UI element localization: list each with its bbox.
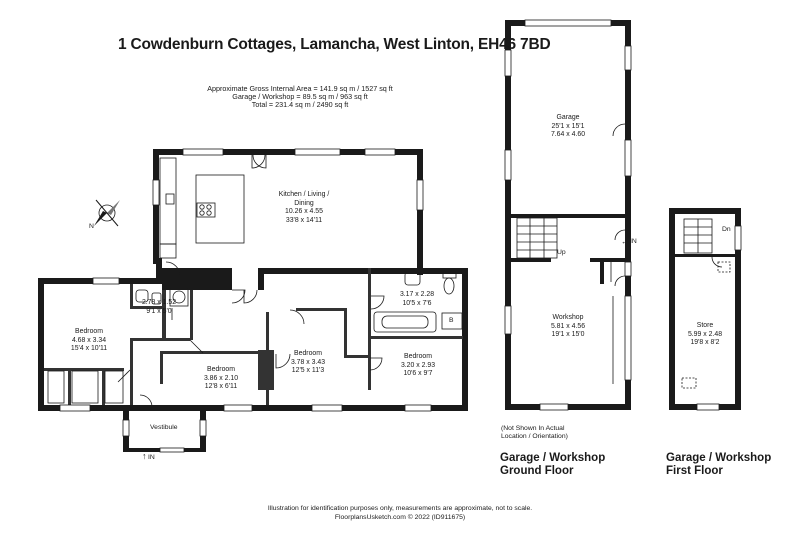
- boiler-label: B: [449, 317, 454, 324]
- room-imperial: 19'8 x 8'2: [690, 339, 720, 347]
- garage-entry-label: IN: [630, 238, 637, 245]
- ground-floor-heading: Garage / Workshop Ground Floor: [500, 452, 605, 478]
- room-metric: 7.64 x 4.60: [550, 131, 586, 139]
- room-metric: 10.26 x 4.55: [285, 208, 323, 216]
- footer-disclaimer: Illustration for identification purposes…: [267, 505, 533, 512]
- area-gross: Approximate Gross Internal Area = 141.9 …: [207, 84, 393, 93]
- garage-stair-and-doors: [516, 123, 626, 384]
- room-bedroom-left: Bedroom 4.68 x 3.34 15'4 x 10'11: [54, 328, 124, 354]
- room-imperial: 9'1 x 5'0: [146, 307, 172, 315]
- room-name: Bedroom: [404, 353, 432, 360]
- room-workshop: Workshop 5.81 x 4.56 19'1 x 15'0: [537, 314, 599, 340]
- stair-down-label: Dn: [722, 226, 731, 233]
- garage-entry-arrow-icon: ←: [621, 237, 629, 246]
- room-garage: Garage 25'1 x 15'1 7.64 x 4.60: [537, 114, 599, 140]
- room-kitchen: Kitchen / Living / Dining 10.26 x 4.55 3…: [259, 191, 349, 225]
- room-imperial: 12'8 x 6'11: [204, 383, 238, 391]
- room-metric: 2.78 x 1.52: [141, 299, 177, 306]
- room-name: Store: [696, 322, 714, 329]
- note-not-shown-1: (Not Shown In Actual: [501, 425, 565, 432]
- room-name: Kitchen / Living /: [278, 191, 330, 198]
- room-imperial: 10'5 x 7'6: [402, 299, 432, 307]
- compass-north-label: N: [89, 223, 94, 230]
- room-store: Store 5.99 x 2.48 19'8 x 8'2: [676, 322, 734, 348]
- note-not-shown-2: Location / Orientation): [501, 433, 568, 440]
- room-metric: 3.86 x 2.10: [203, 374, 239, 382]
- room-bedroom-middle: Bedroom 3.78 x 3.43 12'5 x 11'3: [277, 350, 339, 376]
- store-stair: [681, 218, 731, 389]
- room-name: Dining: [294, 199, 314, 207]
- room-metric: 4.68 x 3.34: [71, 336, 107, 344]
- room-imperial: 19'1 x 15'0: [551, 331, 585, 339]
- store-windows: [696, 225, 742, 411]
- internal-walls: [44, 268, 463, 405]
- room-metric: 3.78 x 3.43: [290, 358, 326, 366]
- footer-credit: FloorplansUsketch.com © 2022 (ID911675): [334, 514, 466, 521]
- room-name: Workshop: [552, 314, 584, 321]
- entry-arrow-icon: ↑: [142, 451, 147, 461]
- room-bedroom-small: Bedroom 3.86 x 2.10 12'8 x 6'11: [190, 366, 252, 392]
- room-metric: 3.20 x 2.93: [400, 361, 436, 369]
- room-imperial: 15'4 x 10'11: [70, 345, 108, 353]
- garage-windows: [504, 19, 632, 411]
- room-name: Garage: [556, 114, 580, 121]
- room-name: Bedroom: [75, 328, 103, 335]
- room-shower: 2.78 x 1.52 9'1 x 5'0: [136, 299, 182, 316]
- room-imperial: 33'8 x 14'11: [285, 216, 323, 224]
- room-metric: 5.81 x 4.56: [550, 322, 586, 330]
- room-bathroom: 3.17 x 2.28 10'5 x 7'6: [388, 291, 446, 308]
- first-floor-line1: Garage / Workshop: [666, 452, 772, 464]
- area-total: Total = 231.4 sq m / 2490 sq ft: [251, 100, 349, 109]
- room-metric: 5.99 x 2.48: [687, 330, 723, 338]
- windows: [59, 148, 432, 453]
- garage-ground-walls: [505, 20, 631, 410]
- door-swings: [117, 154, 385, 408]
- room-metric: 3.17 x 2.28: [399, 291, 435, 298]
- room-name: Bedroom: [207, 366, 235, 373]
- first-floor-heading: Garage / Workshop First Floor: [666, 452, 771, 478]
- room-imperial: 12'5 x 11'3: [291, 367, 325, 375]
- ground-floor-line2: Ground Floor: [500, 465, 574, 477]
- stair-up-label: Up: [557, 249, 566, 256]
- room-imperial: 25'1 x 15'1: [551, 122, 585, 130]
- room-bedroom-right: Bedroom 3.20 x 2.93 10'6 x 9'7: [387, 353, 449, 379]
- area-garage: Garage / Workshop = 89.5 sq m / 963 sq f…: [232, 92, 368, 101]
- fixtures: [47, 157, 463, 404]
- room-vestibule: Vestibule: [150, 424, 178, 431]
- first-floor-line2: First Floor: [666, 465, 723, 477]
- room-imperial: 10'6 x 9'7: [403, 370, 433, 378]
- ground-floor-line1: Garage / Workshop: [500, 452, 606, 464]
- store-walls: [669, 208, 741, 410]
- page-title: 1 Cowdenburn Cottages, Lamancha, West Li…: [118, 36, 551, 53]
- entry-in-label: IN: [148, 454, 155, 461]
- compass-icon: [94, 199, 120, 227]
- room-name: Bedroom: [294, 350, 322, 357]
